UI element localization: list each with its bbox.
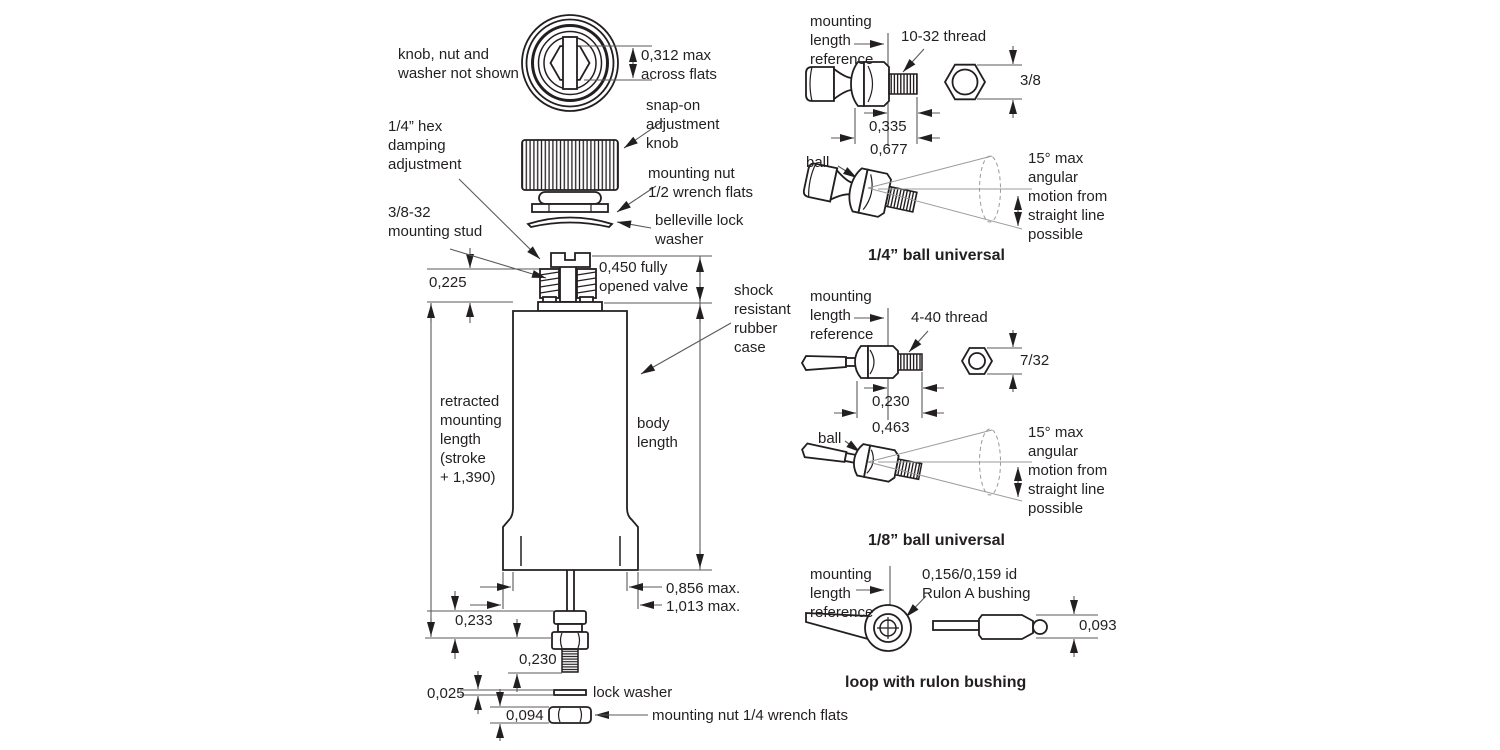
dim-0230-label: 0,230 (519, 651, 557, 668)
dim-1013-label: 1,013 max. (666, 598, 741, 615)
qb-thread-label: 10-32 thread (901, 28, 987, 45)
body-length-label: body length (637, 415, 678, 451)
eb-thread-label: 4-40 thread (911, 309, 988, 326)
qb-ball-label: ball (806, 154, 830, 171)
eb-dim-0230-label: 0,230 (872, 393, 910, 410)
qb-motion-label: 15° max angular motion from straight lin… (1028, 150, 1108, 243)
snap-on-knob-label: snap-on adjustment knob (646, 97, 720, 152)
dim-0025-label: 0,025 (427, 685, 465, 702)
detail-loop (805, 566, 1098, 657)
dim-0225-label: 0,225 (429, 274, 467, 291)
retracted-length-label: retracted mounting length (stroke + 1,39… (440, 393, 502, 486)
mounting-stud-label: 3/8-32 mounting stud (388, 204, 483, 240)
mounting-nut-and-washer (526, 191, 614, 228)
dim-across-flats (578, 45, 652, 81)
eb-hex-size-label: 7/32 (1020, 352, 1050, 369)
knob-top-view (521, 14, 619, 112)
eb-ball-label: ball (818, 430, 842, 447)
eb-caption: 1/8” ball universal (868, 532, 1005, 549)
detail-quarter-ball (802, 33, 1032, 230)
mounting-nut-bottom-label: mounting nut 1/4 wrench flats (652, 707, 848, 724)
valve-label: 0,450 fully opened valve (599, 259, 689, 295)
qb-dim-0335-label: 0,335 (869, 118, 907, 135)
adjustment-knob (521, 139, 619, 191)
hex-damping-label: 1/4” hex damping adjustment (388, 118, 462, 173)
piston-rod-end (548, 570, 592, 724)
eb-dim-0463-label: 0,463 (872, 419, 910, 436)
shock-body (502, 301, 639, 571)
rubber-case-label: shock resistant rubber case (734, 282, 791, 356)
detail-eighth-ball (800, 308, 1032, 502)
loop-mounting-ref-label: mounting length reference (810, 566, 874, 621)
left-dimensions (425, 248, 562, 741)
knob-note-label: knob, nut and washer not shown (398, 46, 519, 82)
belleville-label: belleville lock washer (655, 212, 744, 248)
eb-mounting-ref-label: mounting length reference (810, 288, 874, 343)
mounting-stud-assembly (539, 252, 597, 304)
loop-bushing-label: 0,156/0,159 id Rulon A bushing (922, 566, 1031, 602)
qb-hex-size-label: 3/8 (1020, 72, 1041, 89)
lock-washer-label: lock washer (593, 684, 673, 701)
dim-0233-label: 0,233 (455, 612, 493, 629)
loop-dim-0093-label: 0,093 (1079, 617, 1117, 634)
eb-motion-label: 15° max angular motion from straight lin… (1028, 424, 1108, 517)
qb-mounting-ref-label: mounting length reference (810, 13, 874, 68)
mounting-nut-top-label: mounting nut 1/2 wrench flats (648, 165, 754, 201)
dim-across-flats-label: 0,312 max across flats (641, 47, 717, 83)
width-dimensions (470, 572, 662, 609)
right-dimensions (592, 255, 712, 571)
leader-lines (449, 120, 732, 719)
loop-caption: loop with rulon bushing (845, 674, 1027, 691)
dim-0856-label: 0,856 max. (666, 580, 741, 597)
qb-dim-0677-label: 0,677 (870, 141, 908, 158)
dim-0094-label: 0,094 (506, 707, 544, 724)
qb-caption: 1/4” ball universal (868, 247, 1005, 264)
